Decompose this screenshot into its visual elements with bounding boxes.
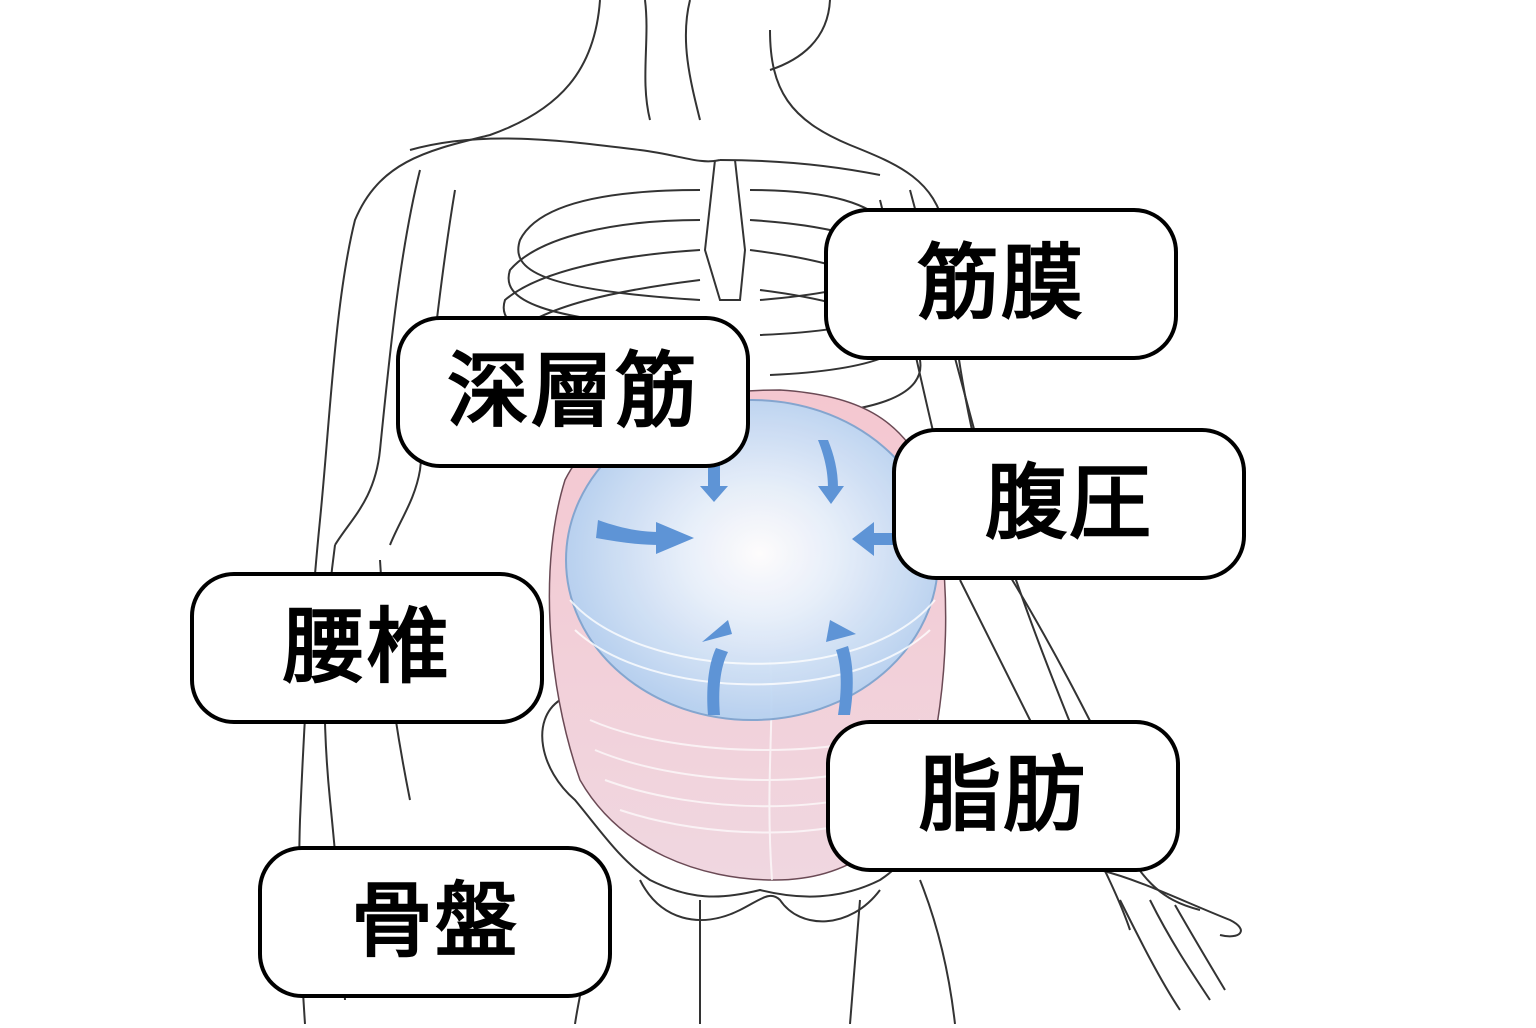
arrow-bottom-right-icon <box>826 620 856 715</box>
label-lumbar-spine: 腰椎 <box>190 572 544 724</box>
arrow-top-left-icon <box>700 462 728 502</box>
label-pelvis: 骨盤 <box>258 846 612 998</box>
label-fat-text: 脂肪 <box>918 748 1087 843</box>
label-abdominal-pressure-text: 腹圧 <box>984 456 1153 551</box>
label-fat: 脂肪 <box>826 720 1180 872</box>
arrow-bottom-left-icon <box>702 620 732 715</box>
label-pelvis-text: 骨盤 <box>350 874 519 969</box>
label-lumbar-spine-text: 腰椎 <box>282 600 451 695</box>
pressure-arrows <box>596 440 896 715</box>
label-deep-muscle-text: 深層筋 <box>446 344 699 439</box>
arrow-left-icon <box>596 520 694 554</box>
label-abdominal-pressure: 腹圧 <box>892 428 1246 580</box>
label-deep-muscle: 深層筋 <box>396 316 750 468</box>
label-fascia: 筋膜 <box>824 208 1178 360</box>
arrow-right-icon <box>852 522 896 556</box>
label-fascia-text: 筋膜 <box>916 236 1085 331</box>
arrow-top-right-icon <box>818 440 844 504</box>
